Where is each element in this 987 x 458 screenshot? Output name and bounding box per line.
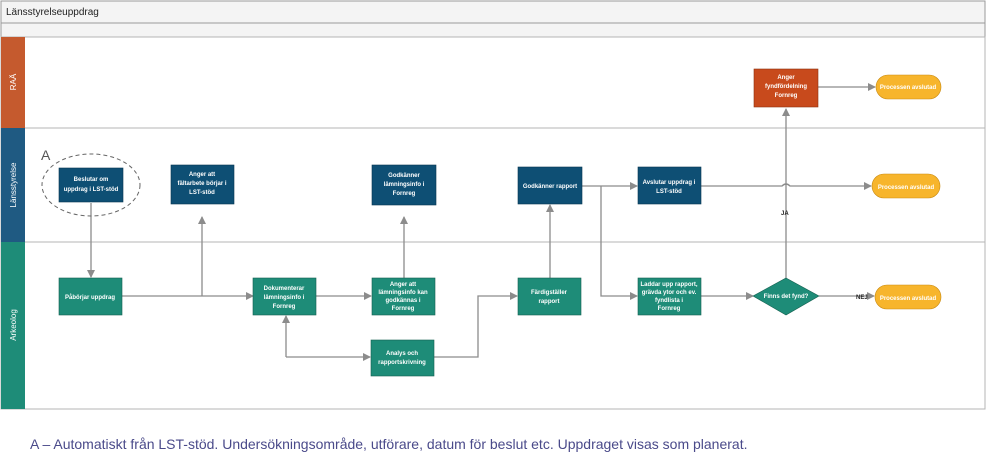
- svg-text:fyndlista i: fyndlista i: [655, 298, 683, 304]
- svg-text:uppdrag i LST-stöd: uppdrag i LST-stöd: [64, 187, 119, 193]
- process-diagram: Länsstyrelseuppdrag RAÄ Länsstyrelse Ark…: [0, 0, 986, 410]
- node-anger-godkannas: Anger att lämningsinfo kan godkännas i F…: [371, 277, 436, 316]
- svg-text:Anger att: Anger att: [390, 282, 416, 288]
- lane-lst: [0, 127, 986, 243]
- svg-text:Fornreg: Fornreg: [392, 306, 415, 312]
- svg-text:lämningsinfo i: lämningsinfo i: [264, 295, 305, 301]
- node-anger-faltarbete: Anger att fältarbete börjar i LST-stöd: [170, 164, 235, 205]
- pool-title-bar: [0, 0, 986, 24]
- svg-text:Fornreg: Fornreg: [775, 93, 798, 99]
- end-lst: Processen avslutad: [871, 173, 941, 199]
- svg-text:Processen avslutad: Processen avslutad: [880, 296, 937, 302]
- svg-text:Fornreg: Fornreg: [393, 191, 416, 197]
- node-godkanner-rapport: Godkänner rapport: [517, 166, 583, 205]
- svg-text:Färdigställer: Färdigställer: [531, 290, 568, 296]
- edge-godkanner-rapport-laddar: [600, 186, 638, 300]
- svg-text:LST-stöd: LST-stöd: [656, 189, 682, 195]
- svg-text:Påbörjar uppdrag: Påbörjar uppdrag: [65, 294, 115, 301]
- svg-text:Finns det fynd?: Finns det fynd?: [764, 294, 809, 300]
- svg-text:Godkänner rapport: Godkänner rapport: [523, 184, 577, 190]
- lane-header-raa: [1, 37, 25, 128]
- svg-text:Dokumenterar: Dokumenterar: [264, 286, 305, 292]
- node-avslutar: Avslutar uppdrag i LST-stöd: [637, 166, 702, 205]
- lane-label-raa: RAÄ: [9, 73, 18, 90]
- lane-header-lst: [1, 128, 25, 242]
- svg-text:grävda ytor och ev.: grävda ytor och ev.: [642, 290, 697, 296]
- svg-text:Anger: Anger: [777, 75, 795, 81]
- svg-text:lämningsinfo i: lämningsinfo i: [384, 182, 425, 188]
- svg-text:fältarbete börjar i: fältarbete börjar i: [177, 181, 226, 187]
- svg-text:Processen avslutad: Processen avslutad: [880, 85, 937, 91]
- svg-text:Processen avslutad: Processen avslutad: [878, 185, 935, 191]
- svg-text:Analys och: Analys och: [386, 351, 418, 357]
- svg-text:Laddar upp rapport,: Laddar upp rapport,: [641, 282, 698, 288]
- svg-text:Avslutar uppdrag i: Avslutar uppdrag i: [643, 180, 696, 186]
- pool-title: Länsstyrelseuppdrag: [6, 7, 99, 18]
- footnote-caption: A – Automatiskt från LST-stöd. Undersökn…: [30, 436, 748, 452]
- svg-text:rapport: rapport: [539, 299, 560, 305]
- lane-header-ark: [1, 242, 25, 409]
- diagram-canvas: Länsstyrelseuppdrag RAÄ Länsstyrelse Ark…: [0, 0, 986, 410]
- lane-ark: [0, 241, 986, 410]
- node-analys: Analys och rapportskrivning: [370, 339, 435, 377]
- lane-label-lst: Länsstyrelse: [9, 162, 18, 207]
- lane-raa: [0, 36, 986, 129]
- end-ark: Processen avslutad: [874, 284, 942, 310]
- node-beslutar: Beslutar om uppdrag i LST-stöd: [58, 167, 124, 203]
- edge-analys-fardigstaller: [434, 292, 518, 358]
- lane-label-ark: Arkeolog: [9, 309, 18, 341]
- edge-label-nej: NEJ: [856, 295, 868, 301]
- svg-text:Anger att: Anger att: [189, 172, 215, 178]
- svg-text:Godkänner: Godkänner: [388, 173, 420, 179]
- svg-text:LST-stöd: LST-stöd: [189, 190, 215, 196]
- pool-subheader: [0, 22, 986, 38]
- svg-text:godkännas i: godkännas i: [385, 298, 420, 304]
- svg-text:Beslutar om: Beslutar om: [74, 177, 109, 183]
- svg-text:rapportskrivning: rapportskrivning: [378, 360, 426, 366]
- node-dokumenterar: Dokumenterar lämningsinfo i Fornreg: [252, 277, 317, 316]
- node-godkanner-lamning: Godkänner lämningsinfo i Fornreg: [371, 164, 437, 206]
- node-anger-fynd: Anger fyndfördelning Fornreg: [753, 68, 819, 108]
- svg-text:Fornreg: Fornreg: [658, 306, 681, 312]
- marker-a-label: A: [41, 147, 51, 163]
- svg-text:fyndfördelning: fyndfördelning: [765, 84, 807, 90]
- node-paborjar: Påbörjar uppdrag: [58, 277, 123, 316]
- marker-a-outline: [41, 153, 141, 217]
- svg-text:Fornreg: Fornreg: [273, 304, 296, 310]
- end-raa: Processen avslutad: [875, 74, 942, 100]
- svg-text:lämningsinfo kan: lämningsinfo kan: [378, 290, 428, 296]
- edge-label-ja: JA: [781, 211, 789, 217]
- node-laddar: Laddar upp rapport, grävda ytor och ev. …: [637, 277, 702, 316]
- node-finns-fynd: Finns det fynd?: [752, 277, 820, 316]
- node-fardigstaller: Färdigställer rapport: [517, 277, 582, 316]
